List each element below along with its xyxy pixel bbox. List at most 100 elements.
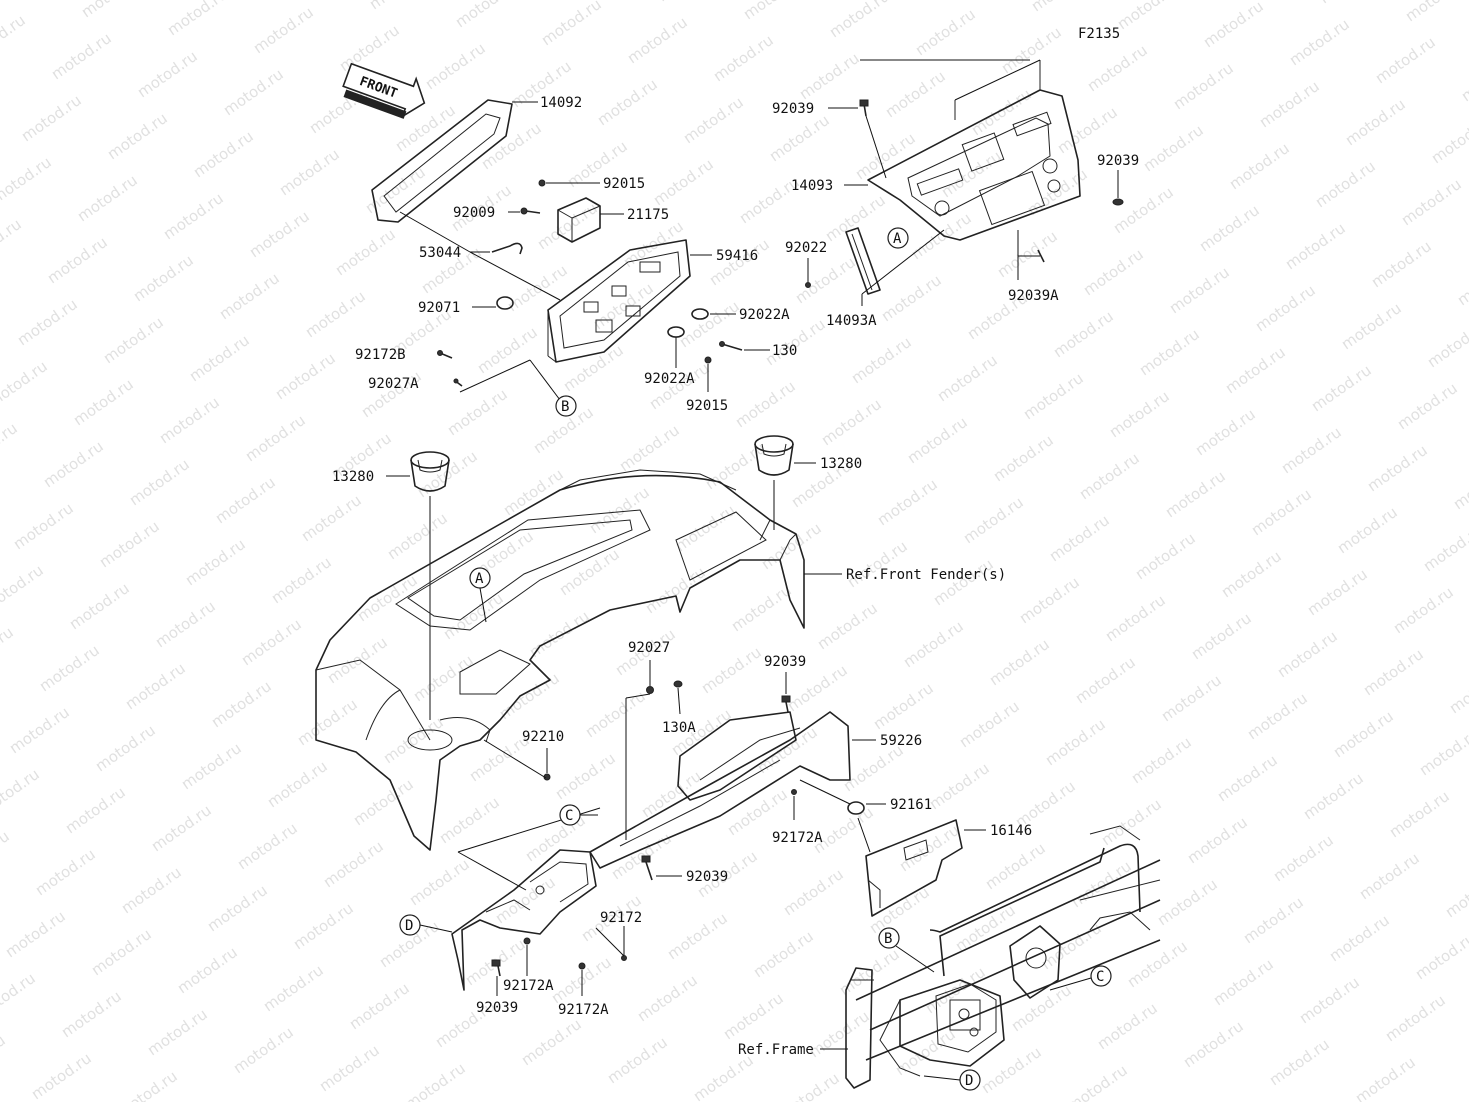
watermark-text: motod.ru — [272, 349, 339, 403]
watermark-text: motod.ru — [190, 127, 257, 181]
lower-left-bracket — [451, 849, 597, 991]
label-13280-left: 13280 — [332, 469, 374, 485]
watermark-text: motod.ru — [0, 561, 47, 615]
watermark-text: motod.ru — [1282, 219, 1349, 273]
watermark-text: motod.ru — [740, 0, 807, 23]
watermark-text: motod.ru — [1158, 671, 1225, 725]
part-92022A-washer-right — [691, 308, 709, 320]
watermark-text: motod.ru — [1326, 911, 1393, 965]
watermark-text: motod.ru — [242, 411, 309, 465]
watermark-text: motod.ru — [1094, 999, 1161, 1053]
watermark-text: motod.ru — [1136, 325, 1203, 379]
watermark-text: motod.ru — [250, 3, 317, 57]
watermark-text: motod.ru — [1124, 937, 1191, 991]
watermark-text: motod.ru — [604, 1033, 671, 1087]
watermark-text: motod.ru — [806, 1007, 873, 1061]
callout-b-top-text: B — [561, 399, 569, 415]
watermark-text: motod.ru — [608, 829, 675, 883]
part-92172A-screw-bottom — [578, 962, 586, 970]
callout-b-top — [555, 395, 577, 417]
label-59226: 59226 — [880, 733, 922, 749]
label-14093A: 14093A — [826, 313, 877, 329]
watermark-text: motod.ru — [960, 493, 1027, 547]
watermark-text: motod.ru — [1042, 715, 1109, 769]
watermark-text: motod.ru — [1162, 467, 1229, 521]
watermark-text: motod.ru — [934, 351, 1001, 405]
watermark-text: motod.ru — [758, 519, 825, 573]
part-53044-clip — [491, 242, 523, 255]
part-92039-screw-right — [1112, 198, 1124, 206]
watermark-text: motod.ru — [1210, 955, 1277, 1009]
watermark-text: motod.ru — [298, 491, 365, 545]
label-130A: 130A — [662, 720, 696, 736]
watermark-text: motod.ru — [96, 517, 163, 571]
watermark-text: motod.ru — [1102, 591, 1169, 645]
watermark-text: motod.ru — [114, 1067, 181, 1102]
watermark-text: motod.ru — [0, 969, 39, 1023]
watermark-text: motod.ru — [1424, 317, 1469, 371]
watermark-text: motod.ru — [818, 395, 885, 449]
watermark-text: motod.ru — [160, 189, 227, 243]
watermark-text: motod.ru — [548, 953, 615, 1007]
label-14093: 14093 — [791, 178, 833, 194]
watermark-text: motod.ru — [978, 1043, 1045, 1097]
watermark-text: motod.ru — [560, 341, 627, 395]
part-92027A-nut — [453, 378, 463, 387]
callout-c-frame-text: C — [1096, 969, 1104, 985]
label-130: 130 — [772, 343, 797, 359]
label-92039-right: 92039 — [1097, 153, 1139, 169]
label-92172B: 92172B — [355, 347, 406, 363]
watermark-text: motod.ru — [74, 171, 141, 225]
watermark-text: motod.ru — [732, 377, 799, 431]
watermark-text: motod.ru — [938, 147, 1005, 201]
watermark-text: motod.ru — [664, 909, 731, 963]
part-92172A-screw-mid — [791, 789, 797, 795]
label-13280-right: 13280 — [820, 456, 862, 472]
watermark-text: motod.ru — [1106, 387, 1173, 441]
watermark-text: motod.ru — [474, 323, 541, 377]
label-92009: 92009 — [453, 205, 495, 221]
label-92022A-right: 92022A — [739, 307, 790, 323]
watermark-text: motod.ru — [792, 253, 859, 307]
watermark-text: motod.ru — [152, 597, 219, 651]
watermark-text: motod.ru — [986, 635, 1053, 689]
watermark-text: motod.ru — [912, 5, 979, 59]
watermark-text: motod.ru — [0, 357, 51, 411]
label-92027A: 92027A — [368, 376, 419, 392]
watermark-text: motod.ru — [0, 827, 13, 881]
watermark-text: motod.ru — [478, 119, 545, 173]
frame-assembly — [845, 825, 1161, 1089]
watermark-text: motod.ru — [1458, 51, 1469, 105]
part-92022-washer — [805, 282, 811, 288]
watermark-text: motod.ru — [900, 617, 967, 671]
watermark-text: motod.ru — [452, 0, 519, 31]
watermark-text: motod.ru — [174, 943, 241, 997]
watermark-text: motod.ru — [320, 837, 387, 891]
watermark-text: motod.ru — [518, 1015, 585, 1069]
part-92172-screw — [621, 955, 627, 961]
part-92015-screw — [538, 179, 546, 187]
watermark-text: motod.ru — [1110, 183, 1177, 237]
watermark-text: motod.ru — [0, 0, 59, 3]
part-14093-bezel — [867, 60, 1081, 241]
label-92172A-mid: 92172A — [772, 830, 823, 846]
watermark-text: motod.ru — [1024, 165, 1091, 219]
label-92039-bottom: 92039 — [476, 1000, 518, 1016]
watermark-text: motod.ru — [66, 579, 133, 633]
watermark-text: motod.ru — [302, 287, 369, 341]
watermark-text: motod.ru — [260, 961, 327, 1015]
figure-code: F2135 — [1078, 26, 1120, 42]
watermark-text: motod.ru — [234, 819, 301, 873]
part-92172A-screw-left — [523, 937, 531, 945]
watermark-text: motod.ru — [294, 695, 361, 749]
watermark-text: motod.ru — [0, 419, 21, 473]
watermark-text: motod.ru — [1398, 175, 1465, 229]
watermark-text: motod.ru — [1394, 379, 1461, 433]
watermark-text: motod.ru — [1300, 769, 1367, 823]
watermark-text: motod.ru — [156, 393, 223, 447]
part-21175-relay — [557, 197, 601, 243]
label-92172A-bottom: 92172A — [558, 1002, 609, 1018]
part-59226-panel — [589, 711, 851, 869]
